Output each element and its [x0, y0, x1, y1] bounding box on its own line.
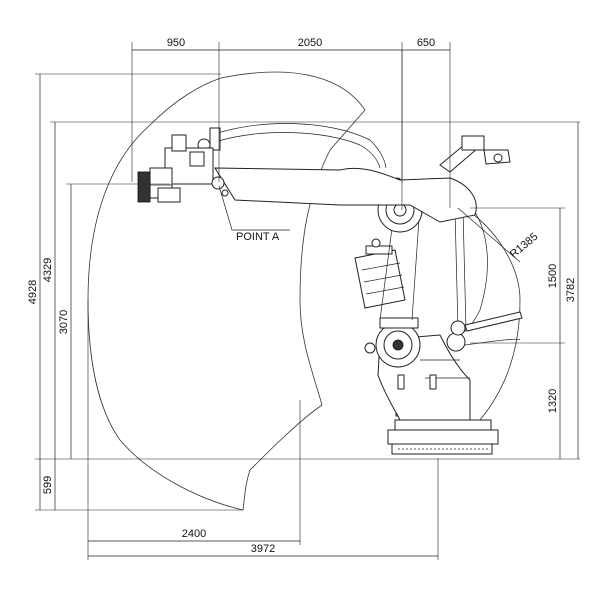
counterweight-arm	[439, 135, 511, 173]
dim-3972: 3972	[251, 543, 275, 555]
motor-unit	[354, 238, 406, 309]
reference-lines	[35, 42, 580, 560]
point-a-label: POINT A	[236, 231, 280, 243]
dimension-lines	[39, 49, 579, 557]
dim-1500: 1500	[547, 264, 559, 288]
dim-3070: 3070	[58, 310, 70, 334]
dim-1320: 1320	[547, 389, 559, 413]
dim-599: 599	[42, 476, 54, 494]
main-arm	[197, 123, 477, 223]
dim-2400: 2400	[182, 528, 206, 540]
dim-650: 650	[417, 37, 435, 49]
dim-radius: R1385	[508, 231, 541, 261]
lower-cylinder	[450, 311, 523, 336]
dim-950: 950	[167, 37, 185, 49]
dim-2050: 2050	[298, 37, 322, 49]
dim-4928: 4928	[27, 280, 39, 304]
lower-joint	[364, 317, 466, 368]
dim-4329: 4329	[42, 258, 54, 282]
dimension-labels: 950 2050 650 4928 4329 3070 599 2400 397…	[27, 37, 577, 555]
wrist-and-tool	[137, 134, 229, 203]
dim-3782: 3782	[565, 278, 577, 302]
